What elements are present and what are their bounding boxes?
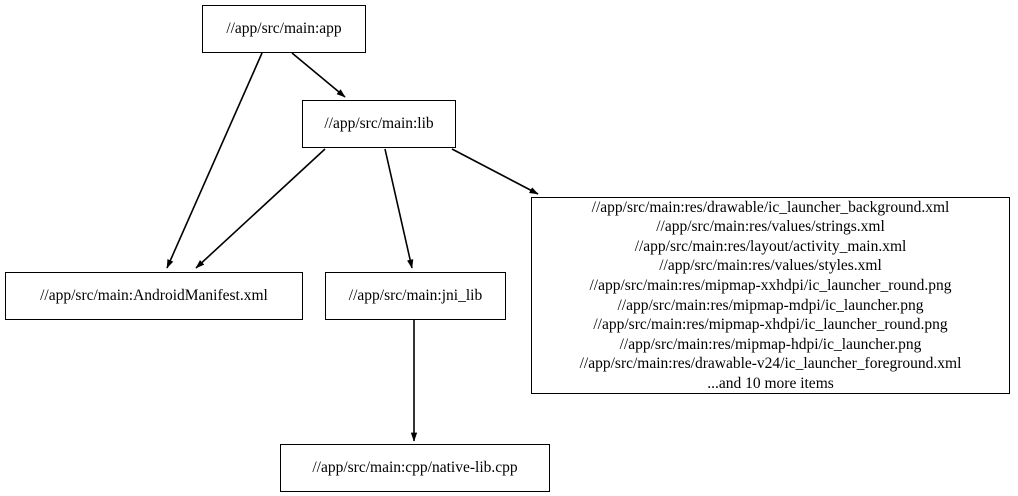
node-native-lib-cpp[interactable]: //app/src/main:cpp/native-lib.cpp: [280, 444, 550, 492]
resource-line: //app/src/main:res/mipmap-xhdpi/ic_launc…: [593, 316, 948, 334]
edge-app-to-manifest: [166, 52, 263, 269]
node-lib-label: //app/src/main:lib: [324, 115, 434, 133]
resource-line: //app/src/main:res/values/styles.xml: [659, 257, 882, 275]
edge-lib-to-resources: [451, 148, 539, 195]
node-jni-lib-label: //app/src/main:jni_lib: [348, 287, 483, 305]
node-resources-aggregate[interactable]: //app/src/main:res/drawable/ic_launcher_…: [531, 197, 1010, 394]
resource-line: //app/src/main:res/drawable/ic_launcher_…: [591, 198, 950, 216]
edge-lib-to-manifest: [195, 148, 326, 269]
edge-lib-to-jni-lib: [384, 148, 414, 269]
resource-line: //app/src/main:res/drawable-v24/ic_launc…: [579, 355, 962, 373]
node-android-manifest[interactable]: //app/src/main:AndroidManifest.xml: [5, 272, 303, 320]
resource-line: //app/src/main:res/mipmap-hdpi/ic_launch…: [619, 335, 922, 353]
resource-line: ...and 10 more items: [707, 374, 834, 392]
node-app[interactable]: //app/src/main:app: [202, 5, 366, 53]
resource-line: //app/src/main:res/values/strings.xml: [656, 218, 885, 236]
edge-app-to-lib: [291, 52, 346, 98]
resource-line: //app/src/main:res/mipmap-xxhdpi/ic_laun…: [589, 276, 952, 294]
node-native-lib-cpp-label: //app/src/main:cpp/native-lib.cpp: [312, 459, 518, 477]
node-android-manifest-label: //app/src/main:AndroidManifest.xml: [40, 287, 268, 305]
node-jni-lib[interactable]: //app/src/main:jni_lib: [325, 272, 506, 320]
node-app-label: //app/src/main:app: [226, 20, 342, 38]
resource-line: //app/src/main:res/mipmap-mdpi/ic_launch…: [617, 296, 924, 314]
node-lib[interactable]: //app/src/main:lib: [302, 100, 456, 148]
node-resources-label-list: //app/src/main:res/drawable/ic_launcher_…: [532, 198, 1009, 394]
resource-line: //app/src/main:res/layout/activity_main.…: [634, 237, 907, 255]
